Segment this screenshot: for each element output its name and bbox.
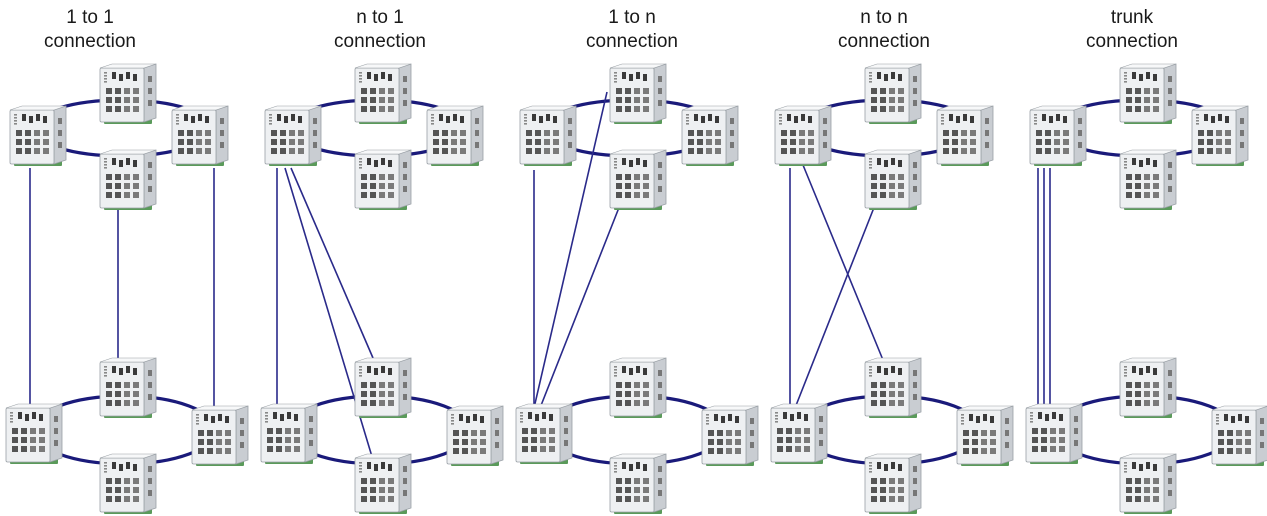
panel-title-line2: connection (838, 31, 930, 52)
top-switch-2-icon (99, 63, 157, 124)
panel-title-line1: 1 to 1 (66, 7, 114, 28)
link-3 (802, 164, 884, 361)
bottom-switch-2-icon (354, 357, 412, 418)
top-switch-4-icon (864, 149, 922, 210)
panel-title-line2: connection (586, 31, 678, 52)
bottom-switch-3-icon (1211, 405, 1267, 466)
panel-title-line2: connection (44, 31, 136, 52)
bottom-switch-4-icon (354, 453, 412, 514)
bottom-switch-3-icon (956, 405, 1014, 466)
panel-title-line1: n to n (860, 7, 908, 28)
bottom-switch-1-icon (5, 403, 63, 464)
top-switch-1-icon (1029, 105, 1087, 166)
top-switch-2-icon (864, 63, 922, 124)
top-switch-3-icon (936, 105, 994, 166)
bottom-switch-2-icon (1119, 357, 1177, 418)
top-switch-2-icon (354, 63, 412, 124)
panel-title-line1: trunk (1110, 7, 1154, 28)
panel-title-one-to-one: 1 to 1 connection (0, 6, 190, 54)
top-switch-3-icon (426, 105, 484, 166)
bottom-switch-4-icon (1119, 453, 1177, 514)
panel-title-line1: n to 1 (356, 7, 404, 28)
top-switch-4-icon (1119, 149, 1177, 210)
top-switch-4-icon (609, 149, 667, 210)
panel-title-one-to-n: 1 to n connection (532, 6, 732, 54)
top-switch-3-icon (171, 105, 229, 166)
bottom-switch-4-icon (864, 453, 922, 514)
panel-title-line2: connection (334, 31, 426, 52)
bottom-switch-4-icon (99, 453, 157, 514)
top-switch-2-icon (609, 63, 667, 124)
panel-title-line2: connection (1086, 31, 1178, 52)
bottom-switch-2-icon (864, 357, 922, 418)
bottom-switch-2-icon (99, 357, 157, 418)
top-switch-4-icon (99, 149, 157, 210)
top-switch-1-icon (9, 105, 67, 166)
top-switch-1-icon (519, 105, 577, 166)
bottom-switch-2-icon (609, 357, 667, 418)
top-switch-4-icon (354, 149, 412, 210)
top-switch-3-icon (1191, 105, 1249, 166)
link-3 (539, 204, 621, 409)
bottom-switch-4-icon (609, 453, 667, 514)
bottom-switch-1-icon (515, 403, 573, 464)
bottom-switch-1-icon (1025, 403, 1083, 464)
link-2 (794, 204, 876, 409)
bottom-switch-1-icon (770, 403, 828, 464)
bottom-switch-1-icon (260, 403, 318, 464)
bottom-switch-3-icon (701, 405, 759, 466)
bottom-switch-3-icon (191, 405, 249, 466)
top-switch-2-icon (1119, 63, 1177, 124)
panel-title-trunk: trunk connection (1032, 6, 1232, 54)
link-3 (290, 167, 374, 359)
top-switch-1-icon (264, 105, 322, 166)
bottom-switch-3-icon (446, 405, 504, 466)
top-switch-1-icon (774, 105, 832, 166)
panel-title-n-to-n: n to n connection (784, 6, 984, 54)
link-2 (533, 91, 608, 409)
panel-title-line1: 1 to n (608, 7, 656, 28)
top-switch-3-icon (681, 105, 739, 166)
panel-title-n-to-one: n to 1 connection (280, 6, 480, 54)
